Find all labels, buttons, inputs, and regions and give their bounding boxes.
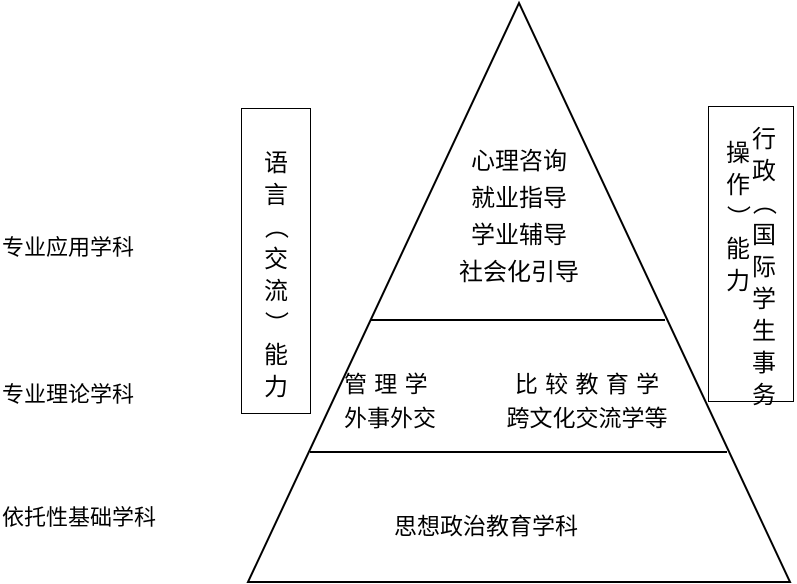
middle-item: 比 较 教 育 学 [514, 372, 660, 398]
bottom-tier-text: 思想政治教育学科 [394, 514, 578, 540]
char: 能 [726, 235, 750, 263]
char: 际 [752, 253, 776, 281]
admin-ability-box: 操 作 ） 能 力 行 政 （ 国 际 学 生 事 务 [708, 106, 794, 409]
char: 流 [264, 277, 288, 305]
middle-item: 跨文化交流学等 [506, 406, 668, 432]
char: 事 [752, 349, 776, 377]
language-ability-box: 语 言 （ 交 流 ） 能 力 [241, 108, 311, 414]
admin-ability-col-right: 行 政 （ 国 际 学 生 事 务 [750, 123, 778, 411]
middle-item: 管 理 学 [344, 372, 428, 398]
char: 政 [752, 157, 776, 185]
char: 语 [264, 149, 288, 177]
top-tier-item: 社会化引导 [459, 258, 579, 286]
top-tier-item: 就业指导 [471, 184, 567, 212]
char: 力 [264, 373, 288, 401]
language-ability-text: 语 言 （ 交 流 ） 能 力 [242, 109, 310, 403]
top-tier-text: 心理咨询 就业指导 学业辅导 社会化引导 [419, 143, 619, 291]
top-tier-item: 学业辅导 [471, 221, 567, 249]
label-applied-disciplines: 专业应用学科 [2, 236, 135, 261]
middle-tier-left: 管 理 学 外事外交 [344, 368, 468, 436]
char: （ [750, 191, 778, 215]
admin-ability-col-left: 操 作 ） 能 力 [724, 137, 752, 411]
char: 力 [726, 267, 750, 295]
char: 行 [752, 125, 776, 153]
middle-tier-right: 比 较 教 育 学 跨文化交流学等 [482, 368, 692, 436]
char: 能 [264, 341, 288, 369]
char: 生 [752, 317, 776, 345]
char: 操 [726, 139, 750, 167]
char: 国 [752, 221, 776, 249]
char: 学 [752, 285, 776, 313]
label-theory-disciplines: 专业理论学科 [2, 383, 135, 408]
pyramid-outline [246, 0, 792, 583]
char: ） [262, 311, 290, 335]
char: （ [262, 215, 290, 239]
char: 作 [726, 171, 750, 199]
top-tier-item: 心理咨询 [471, 147, 567, 175]
label-foundation-disciplines: 依托性基础学科 [2, 506, 157, 531]
char: 务 [752, 381, 776, 409]
char: 交 [264, 245, 288, 273]
char: 言 [264, 181, 288, 209]
middle-item: 外事外交 [344, 406, 436, 432]
